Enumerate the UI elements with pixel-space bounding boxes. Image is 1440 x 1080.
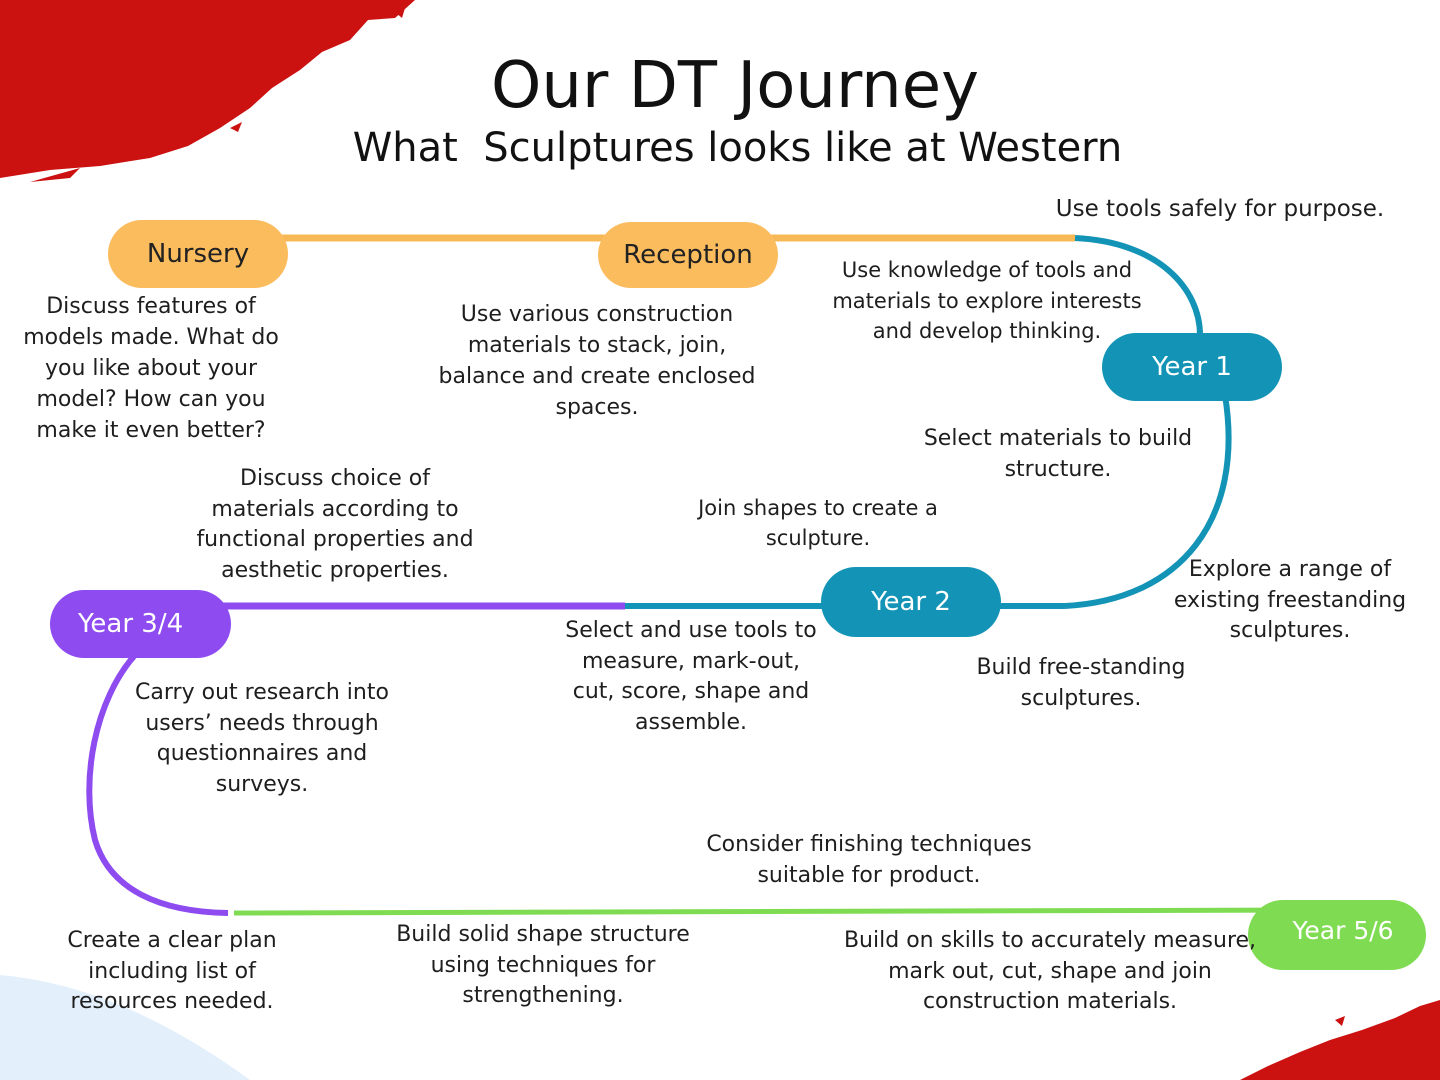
brush-fleck-bottom-right [1290, 1016, 1345, 1064]
page-subtitle: What Sculptures looks like at Western [352, 125, 1123, 171]
corner-blue-shape [0, 975, 250, 1080]
note-explore-range: Explore a range of existing freestanding… [1173, 557, 1407, 643]
path-year56 [233, 907, 1301, 916]
note-build-skills: Build on skills to accurately measure, m… [843, 928, 1257, 1014]
note-discuss-choice: Discuss choice of materials according to… [196, 466, 474, 583]
note-build-freestanding: Build free-standing sculptures. [976, 655, 1186, 711]
stage-year34: Year 3/4 [50, 590, 231, 658]
stage-year2: Year 2 [821, 567, 1001, 637]
note-clear-plan: Create a clear plan including list of re… [67, 928, 277, 1014]
path-curve-year1-to-year2 [1064, 394, 1232, 609]
stage-reception: Reception [598, 222, 778, 288]
note-solid-shape: Build solid shape structure using techni… [396, 922, 690, 1008]
note-research: Carry out research into users’ needs thr… [135, 680, 389, 797]
note-reception-construct: Use various construction materials to st… [438, 302, 756, 420]
stage-year1: Year 1 [1102, 333, 1282, 401]
note-finishing: Consider finishing techniques suitable f… [706, 832, 1032, 888]
page-title: Our DT Journey [491, 49, 979, 123]
note-select-materials: Select materials to build structure. [923, 426, 1193, 482]
path-curve-year34-down [86, 653, 229, 916]
stage-year56: Year 5/6 [1248, 900, 1426, 970]
note-knowledge-tools: Use knowledge of tools and materials to … [832, 258, 1142, 343]
path-curve-to-year1 [1074, 235, 1203, 336]
note-join-shapes: Join shapes to create a sculpture. [698, 496, 938, 550]
note-nursery-discuss: Discuss features of models made. What do… [23, 294, 279, 443]
brush-stroke-top-left [0, 0, 415, 178]
note-select-tools: Select and use tools to measure, mark-ou… [565, 618, 817, 735]
stage-nursery: Nursery [108, 220, 288, 288]
note-tools-safely: Use tools safely for purpose. [1055, 196, 1385, 222]
